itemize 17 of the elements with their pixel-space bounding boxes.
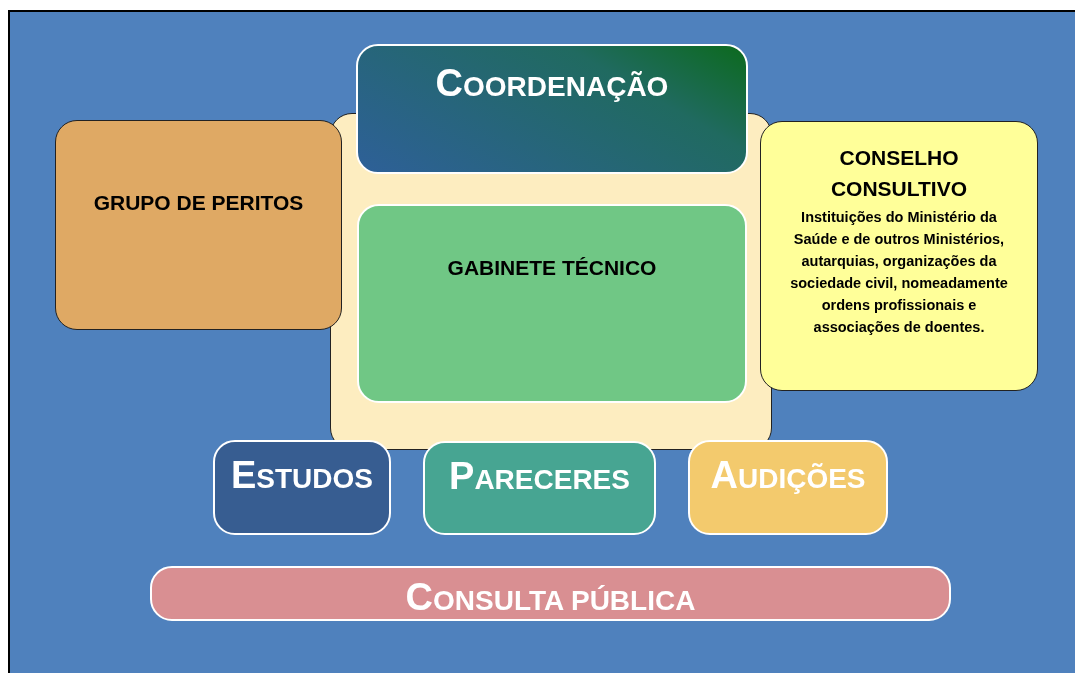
rounded-box (423, 441, 656, 535)
box-title: PARECERES (449, 455, 630, 498)
box-title: GABINETE TÉCNICO (447, 256, 657, 280)
rounded-box (150, 566, 951, 621)
rounded-box (357, 204, 747, 403)
rounded-box (356, 44, 748, 174)
box-title: CONSULTA PÚBLICA (405, 576, 696, 619)
box-title: ESTUDOS (230, 454, 373, 497)
rounded-box (55, 120, 342, 330)
rounded-box (688, 440, 888, 535)
rounded-box (213, 440, 391, 535)
box-title: CONSELHO CONSULTIVO (829, 145, 969, 202)
rounded-box (760, 121, 1038, 391)
box-title: AUDIÇÕES (710, 454, 866, 497)
box-title: COORDENAÇÃO (435, 62, 669, 105)
box-title: GRUPO DE PERITOS (93, 191, 304, 215)
box-description: Instituições do Ministério da Saúde e de outros Ministérios, autarquias, organizações da sociedade civil, nomeadamente ordens profissionais e associações de doentes. (789, 208, 1009, 337)
